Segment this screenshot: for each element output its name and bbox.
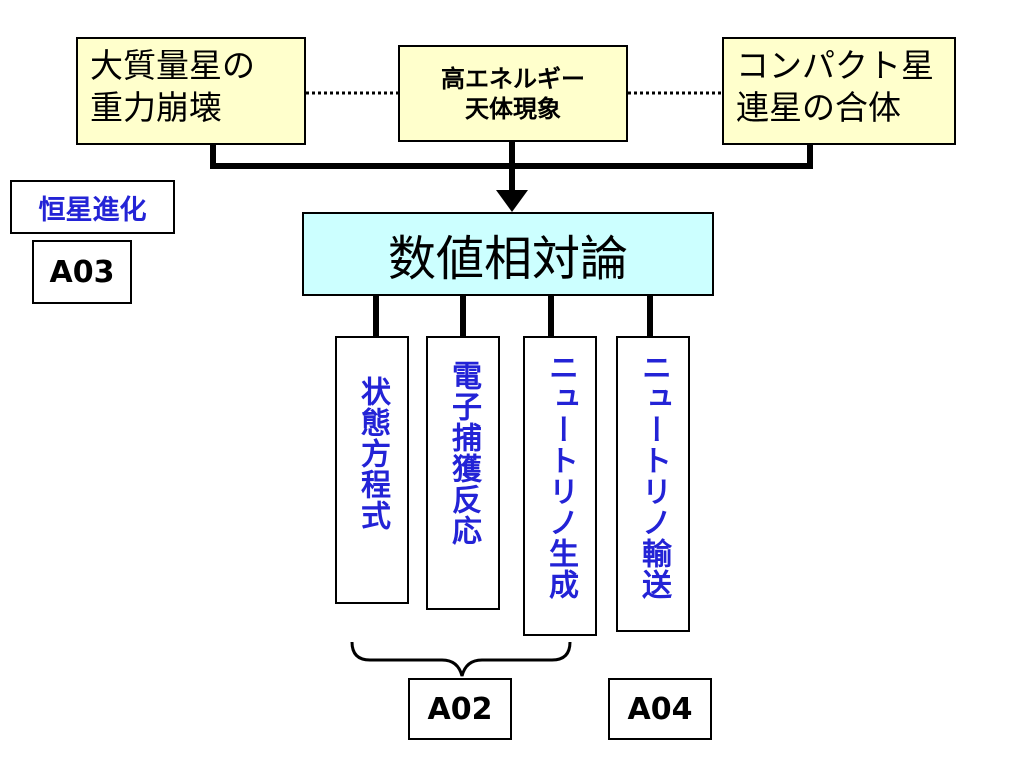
a02-code-text: A02 (427, 691, 493, 727)
stellar-evolution-label: 恒星進化 (10, 180, 175, 234)
stellar-evolution-text: 恒星進化 (38, 194, 147, 226)
curly-brace (350, 641, 572, 677)
a03-code-text: A03 (49, 254, 115, 290)
column-equation-of-state-text: 状態方程式 (355, 376, 390, 531)
column-electron-capture: 電子捕獲反応 (426, 336, 500, 610)
arrow-head (496, 190, 528, 212)
compact-binary-merger-line-1: コンパクト星 (736, 46, 934, 85)
compact-binary-merger-line-2: 連星の合体 (736, 88, 901, 127)
a02-code-box: A02 (408, 678, 512, 740)
column-neutrino-transport-text: ニュートリノ輸送 (636, 352, 671, 600)
a04-code-box: A04 (608, 678, 712, 740)
massive-star-collapse-box: 大質量星の 重力崩壊 (76, 37, 306, 145)
column-equation-of-state: 状態方程式 (335, 336, 409, 604)
high-energy-phenomena-line-1: 高エネルギー (441, 64, 585, 93)
numerical-relativity-title: 数値相対論 (387, 231, 628, 287)
column-neutrino-transport: ニュートリノ輸送 (616, 336, 690, 632)
high-energy-phenomena-box: 高エネルギー 天体現象 (398, 45, 628, 142)
high-energy-phenomena-line-2: 天体現象 (465, 94, 561, 123)
massive-star-collapse-line-2: 重力崩壊 (90, 88, 222, 127)
compact-binary-merger-box: コンパクト星 連星の合体 (722, 37, 956, 145)
a04-code-text: A04 (627, 691, 693, 727)
column-neutrino-production-text: ニュートリノ生成 (543, 352, 578, 600)
column-electron-capture-text: 電子捕獲反応 (446, 360, 481, 546)
a03-code-box: A03 (32, 240, 132, 304)
massive-star-collapse-line-1: 大質量星の (90, 46, 255, 85)
column-neutrino-production: ニュートリノ生成 (523, 336, 597, 636)
numerical-relativity-box: 数値相対論 (302, 212, 714, 296)
